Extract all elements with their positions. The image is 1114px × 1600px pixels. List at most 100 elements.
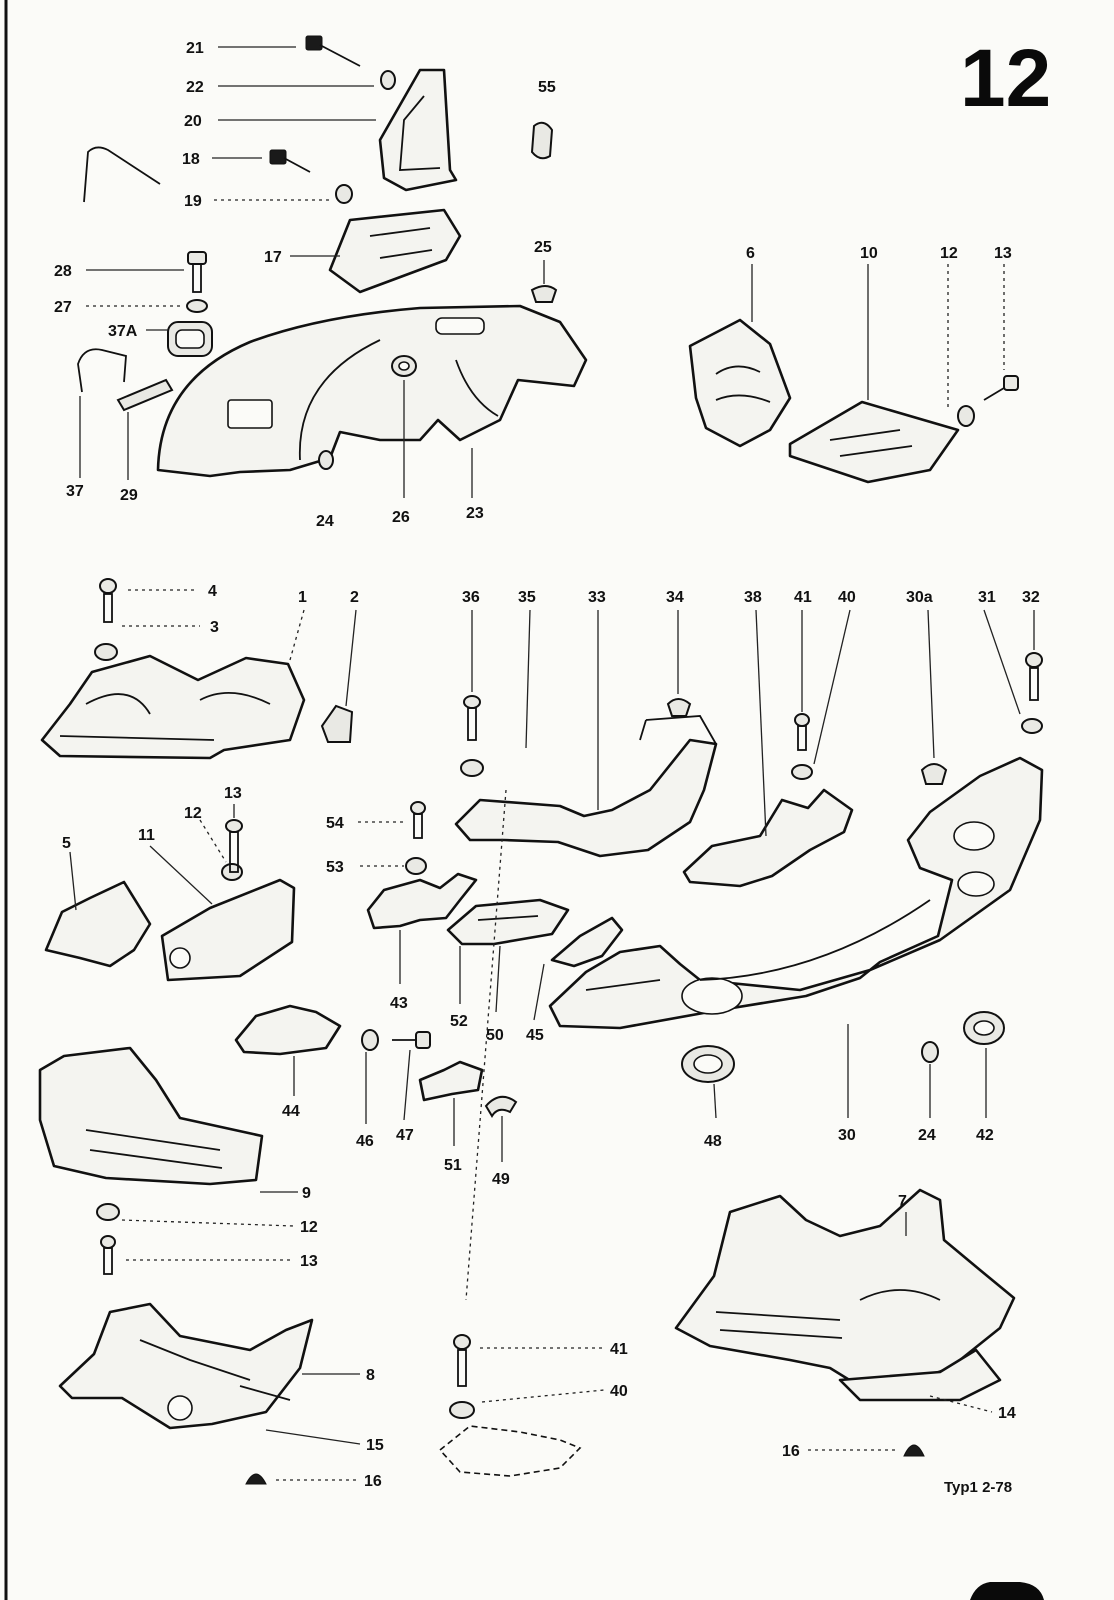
bracket-20 xyxy=(378,68,458,192)
leader-47 xyxy=(403,1049,411,1121)
plate-52 xyxy=(446,898,570,946)
leader-50 xyxy=(495,945,501,1013)
bracket-45 xyxy=(550,916,624,968)
clip-2 xyxy=(320,704,354,743)
leader-1 xyxy=(289,609,305,661)
screw-54 xyxy=(410,801,426,839)
lower-tray-14 xyxy=(838,1348,1002,1402)
bracket-11-port xyxy=(169,947,191,969)
leader-40-lower xyxy=(481,1389,605,1403)
label-12-upper: 12 xyxy=(940,245,958,262)
label-14: 14 xyxy=(998,1405,1016,1422)
washer-22 xyxy=(380,70,396,90)
screw-13-lower xyxy=(100,1235,116,1275)
engine-tin-30-hole-a xyxy=(681,977,743,1015)
leader-2 xyxy=(345,609,357,707)
heater-bracket-11 xyxy=(160,878,296,982)
label-13-middle: 13 xyxy=(224,785,242,802)
plate-10-slots xyxy=(829,429,913,457)
label-8: 8 xyxy=(366,1367,375,1384)
seal-48-hole xyxy=(693,1054,723,1074)
label-15: 15 xyxy=(366,1437,384,1454)
lower-cover-8-port xyxy=(167,1395,193,1421)
label-50: 50 xyxy=(486,1027,504,1044)
label-43: 43 xyxy=(390,995,408,1012)
screw-4 xyxy=(99,578,117,623)
label-40-upper: 40 xyxy=(838,589,856,606)
diagram-caption: Typ1 2-78 xyxy=(944,1479,1012,1496)
label-27: 27 xyxy=(54,299,72,316)
label-3: 3 xyxy=(210,619,219,636)
label-45: 45 xyxy=(526,1027,544,1044)
screw-41-lower xyxy=(453,1334,471,1387)
bolt-18 xyxy=(269,149,311,173)
label-7: 7 xyxy=(898,1193,907,1210)
label-48: 48 xyxy=(704,1133,722,1150)
plug-30a xyxy=(920,763,948,785)
cover-6-ribs xyxy=(715,365,771,403)
fan-shroud-23 xyxy=(156,304,588,478)
label-16-left: 16 xyxy=(364,1473,382,1490)
label-30: 30 xyxy=(838,1127,856,1144)
label-40-lower: 40 xyxy=(610,1383,628,1400)
leader-5 xyxy=(69,851,77,911)
shroud-slot xyxy=(435,317,485,335)
leader-38 xyxy=(755,609,767,837)
clip-55 xyxy=(530,121,554,160)
label-26: 26 xyxy=(392,509,410,526)
label-52: 52 xyxy=(450,1013,468,1030)
label-55: 55 xyxy=(538,79,556,96)
bracket-44 xyxy=(234,1004,342,1056)
label-42: 42 xyxy=(976,1127,994,1144)
label-18: 18 xyxy=(182,151,200,168)
grommet-37a-hole xyxy=(175,329,205,349)
hose-37 xyxy=(77,348,127,393)
washer-40-upper xyxy=(791,764,813,780)
screw-36 xyxy=(463,695,481,741)
lower-cover-8 xyxy=(58,1302,314,1430)
leader-31 xyxy=(983,609,1021,715)
label-1: 1 xyxy=(298,589,307,606)
cylinder-cover-6 xyxy=(688,318,792,448)
leader-11 xyxy=(149,845,213,905)
label-53: 53 xyxy=(326,859,344,876)
bracket-17 xyxy=(328,208,462,294)
label-19: 19 xyxy=(184,193,202,210)
label-10: 10 xyxy=(860,245,878,262)
leader-12-lower xyxy=(121,1219,295,1227)
plate-52-slot xyxy=(477,915,539,921)
deflector-plate-33 xyxy=(454,738,718,858)
engine-tin-30-edge xyxy=(585,899,931,991)
label-37: 37 xyxy=(66,483,84,500)
bracket-20-detail xyxy=(399,95,441,171)
label-37a: 37A xyxy=(108,323,138,340)
grommet-16-left xyxy=(245,1473,267,1485)
screw-13-upper xyxy=(983,375,1019,401)
plug-24-upper xyxy=(318,450,334,470)
deflector-plate-38 xyxy=(682,788,854,888)
label-2: 2 xyxy=(350,589,359,606)
shroud-ribs xyxy=(299,339,499,461)
label-24-lower: 24 xyxy=(918,1127,936,1144)
label-41-upper: 41 xyxy=(794,589,812,606)
label-5: 5 xyxy=(62,835,71,852)
label-51: 51 xyxy=(444,1157,462,1174)
label-28: 28 xyxy=(54,263,72,280)
label-38: 38 xyxy=(744,589,762,606)
lower-cover-7-detail xyxy=(715,1289,941,1339)
plug-24-lower xyxy=(921,1041,939,1063)
washer-53 xyxy=(405,857,427,875)
washer-46 xyxy=(361,1029,379,1051)
label-49: 49 xyxy=(492,1171,510,1188)
assembly-axis-line xyxy=(465,789,507,1301)
washer-31 xyxy=(1021,718,1043,734)
bracket-43 xyxy=(366,872,478,930)
label-6: 6 xyxy=(746,245,755,262)
page-number: 12 xyxy=(960,33,1051,124)
leader-48 xyxy=(713,1083,717,1119)
label-12-middle: 12 xyxy=(184,805,202,822)
shroud-window xyxy=(227,399,273,429)
label-17: 17 xyxy=(264,249,282,266)
